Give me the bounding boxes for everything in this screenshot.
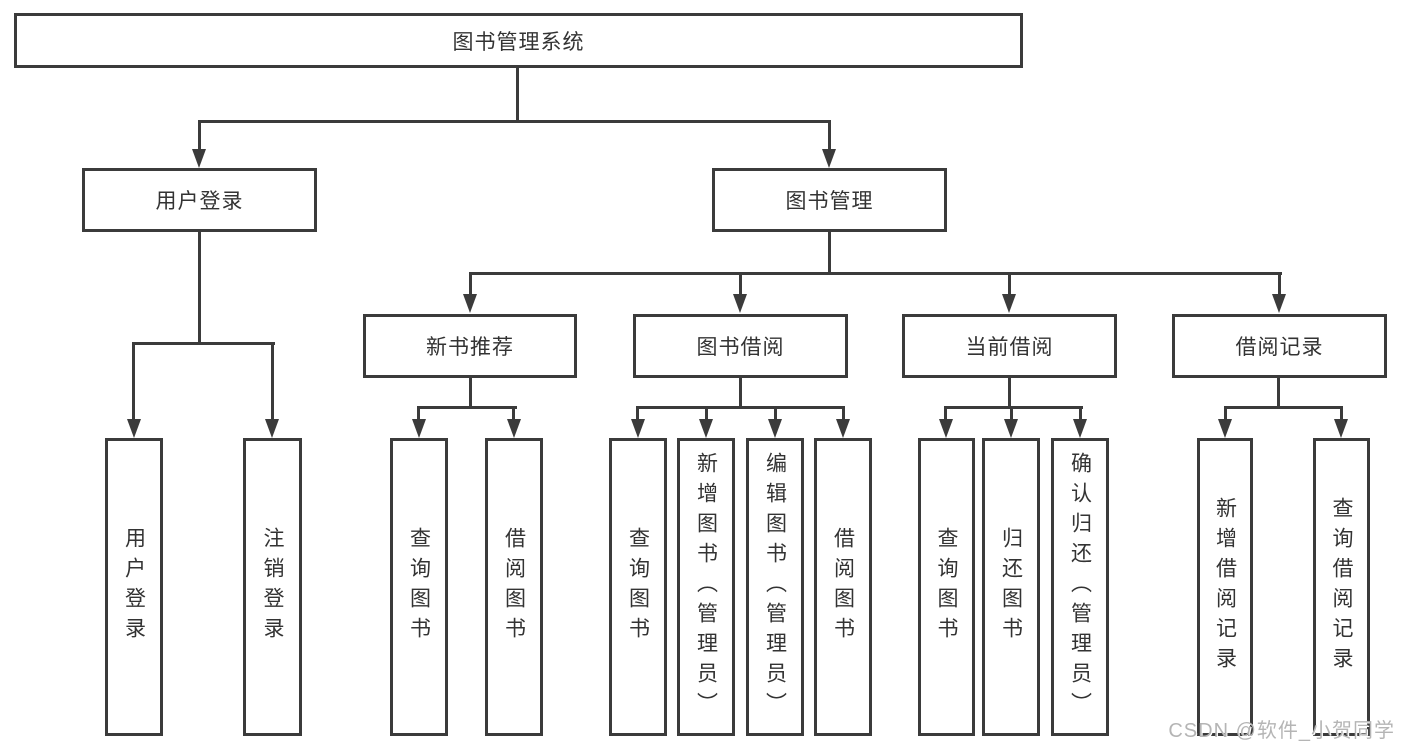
node-current-borrow-label: 当前借阅 [965,336,1054,359]
arrow-down-icon [507,419,521,438]
leaf-return-books-label: 归还图书 [999,527,1023,647]
connector-line [512,406,515,419]
connector-line [828,232,831,272]
csdn-watermark: CSDN @软件_小贺同学 [1168,720,1395,742]
node-user-login: 用户登录 [82,168,317,232]
connector-line [1224,406,1343,409]
connector-line [469,272,472,294]
connector-line [132,342,275,345]
connector-line [469,378,472,406]
connector-line [417,406,517,409]
arrow-down-icon [412,419,426,438]
leaf-edit-books-admin: 编辑图书（管理员） [746,438,804,736]
node-root-label: 图书管理系统 [452,30,585,54]
connector-line [1010,406,1013,419]
connector-line [705,406,708,419]
arrow-down-icon [1002,294,1016,313]
leaf-edit-books-admin-label: 编辑图书（管理员） [763,452,787,722]
arrow-down-icon [1073,419,1087,438]
leaf-add-books-admin-label: 新增图书（管理员） [694,452,718,722]
arrow-down-icon [822,149,836,168]
connector-line [516,68,519,120]
arrow-down-icon [733,294,747,313]
connector-line [1277,378,1280,406]
arrow-down-icon [768,419,782,438]
arrow-down-icon [265,419,279,438]
connector-line [1278,272,1281,294]
connector-line [944,406,1083,409]
connector-line [636,406,845,409]
arrow-down-icon [631,419,645,438]
leaf-logout: 注销登录 [243,438,302,736]
leaf-borrow-books-recommend: 借阅图书 [485,438,543,736]
connector-line [198,120,201,150]
connector-line [1008,378,1011,406]
leaf-query-books-current: 查询图书 [918,438,975,736]
arrow-down-icon [127,419,141,438]
arrow-down-icon [699,419,713,438]
leaf-add-books-admin: 新增图书（管理员） [677,438,735,736]
arrow-down-icon [1272,294,1286,313]
leaf-borrow-books-recommend-label: 借阅图书 [502,527,526,647]
connector-line [828,120,831,150]
leaf-user-login: 用户登录 [105,438,163,736]
node-borrow-record-label: 借阅记录 [1235,336,1324,359]
connector-line [469,272,1282,275]
leaf-borrow-books: 借阅图书 [814,438,872,736]
leaf-add-borrow-record-label: 新增借阅记录 [1213,497,1237,677]
node-book-management: 图书管理 [712,168,947,232]
node-book-borrow-label: 图书借阅 [696,336,785,359]
leaf-query-books-borrow-label: 查询图书 [626,527,650,647]
connector-line [739,378,742,406]
leaf-confirm-return-admin: 确认归还（管理员） [1051,438,1109,736]
leaf-query-borrow-record-label: 查询借阅记录 [1330,497,1353,677]
arrow-down-icon [836,419,850,438]
leaf-query-books-recommend: 查询图书 [390,438,448,736]
connector-line [417,406,420,419]
node-root-system: 图书管理系统 [14,13,1023,68]
leaf-query-books-recommend-label: 查询图书 [407,527,431,647]
node-new-book-recommend: 新书推荐 [363,314,577,378]
connector-line [198,120,831,123]
leaf-query-books-borrow: 查询图书 [609,438,667,736]
arrow-down-icon [939,419,953,438]
node-book-borrow: 图书借阅 [633,314,848,378]
arrow-down-icon [192,149,206,168]
leaf-logout-label: 注销登录 [261,527,284,647]
leaf-confirm-return-admin-label: 确认归还（管理员） [1068,452,1092,722]
arrow-down-icon [1004,419,1018,438]
node-borrow-record: 借阅记录 [1172,314,1387,378]
connector-line [1079,406,1082,419]
node-new-book-recommend-label: 新书推荐 [426,336,514,359]
leaf-return-books: 归还图书 [982,438,1040,736]
connector-line [774,406,777,419]
arrow-down-icon [463,294,477,313]
node-user-login-label: 用户登录 [155,190,244,213]
connector-line [739,272,742,294]
leaf-user-login-label: 用户登录 [122,527,146,647]
connector-line [842,406,845,419]
connector-line [1224,406,1227,419]
node-book-management-label: 图书管理 [785,190,874,213]
leaf-query-borrow-record: 查询借阅记录 [1313,438,1370,736]
leaf-add-borrow-record: 新增借阅记录 [1197,438,1253,736]
leaf-query-books-current-label: 查询图书 [935,527,958,647]
leaf-borrow-books-label: 借阅图书 [831,527,855,647]
node-current-borrow: 当前借阅 [902,314,1117,378]
connector-line [271,342,274,419]
connector-line [1340,406,1343,419]
arrow-down-icon [1334,419,1348,438]
connector-line [132,342,135,419]
connector-line [944,406,947,419]
connector-line [636,406,639,419]
connector-line [1008,272,1011,294]
arrow-down-icon [1218,419,1232,438]
connector-line [198,232,201,342]
